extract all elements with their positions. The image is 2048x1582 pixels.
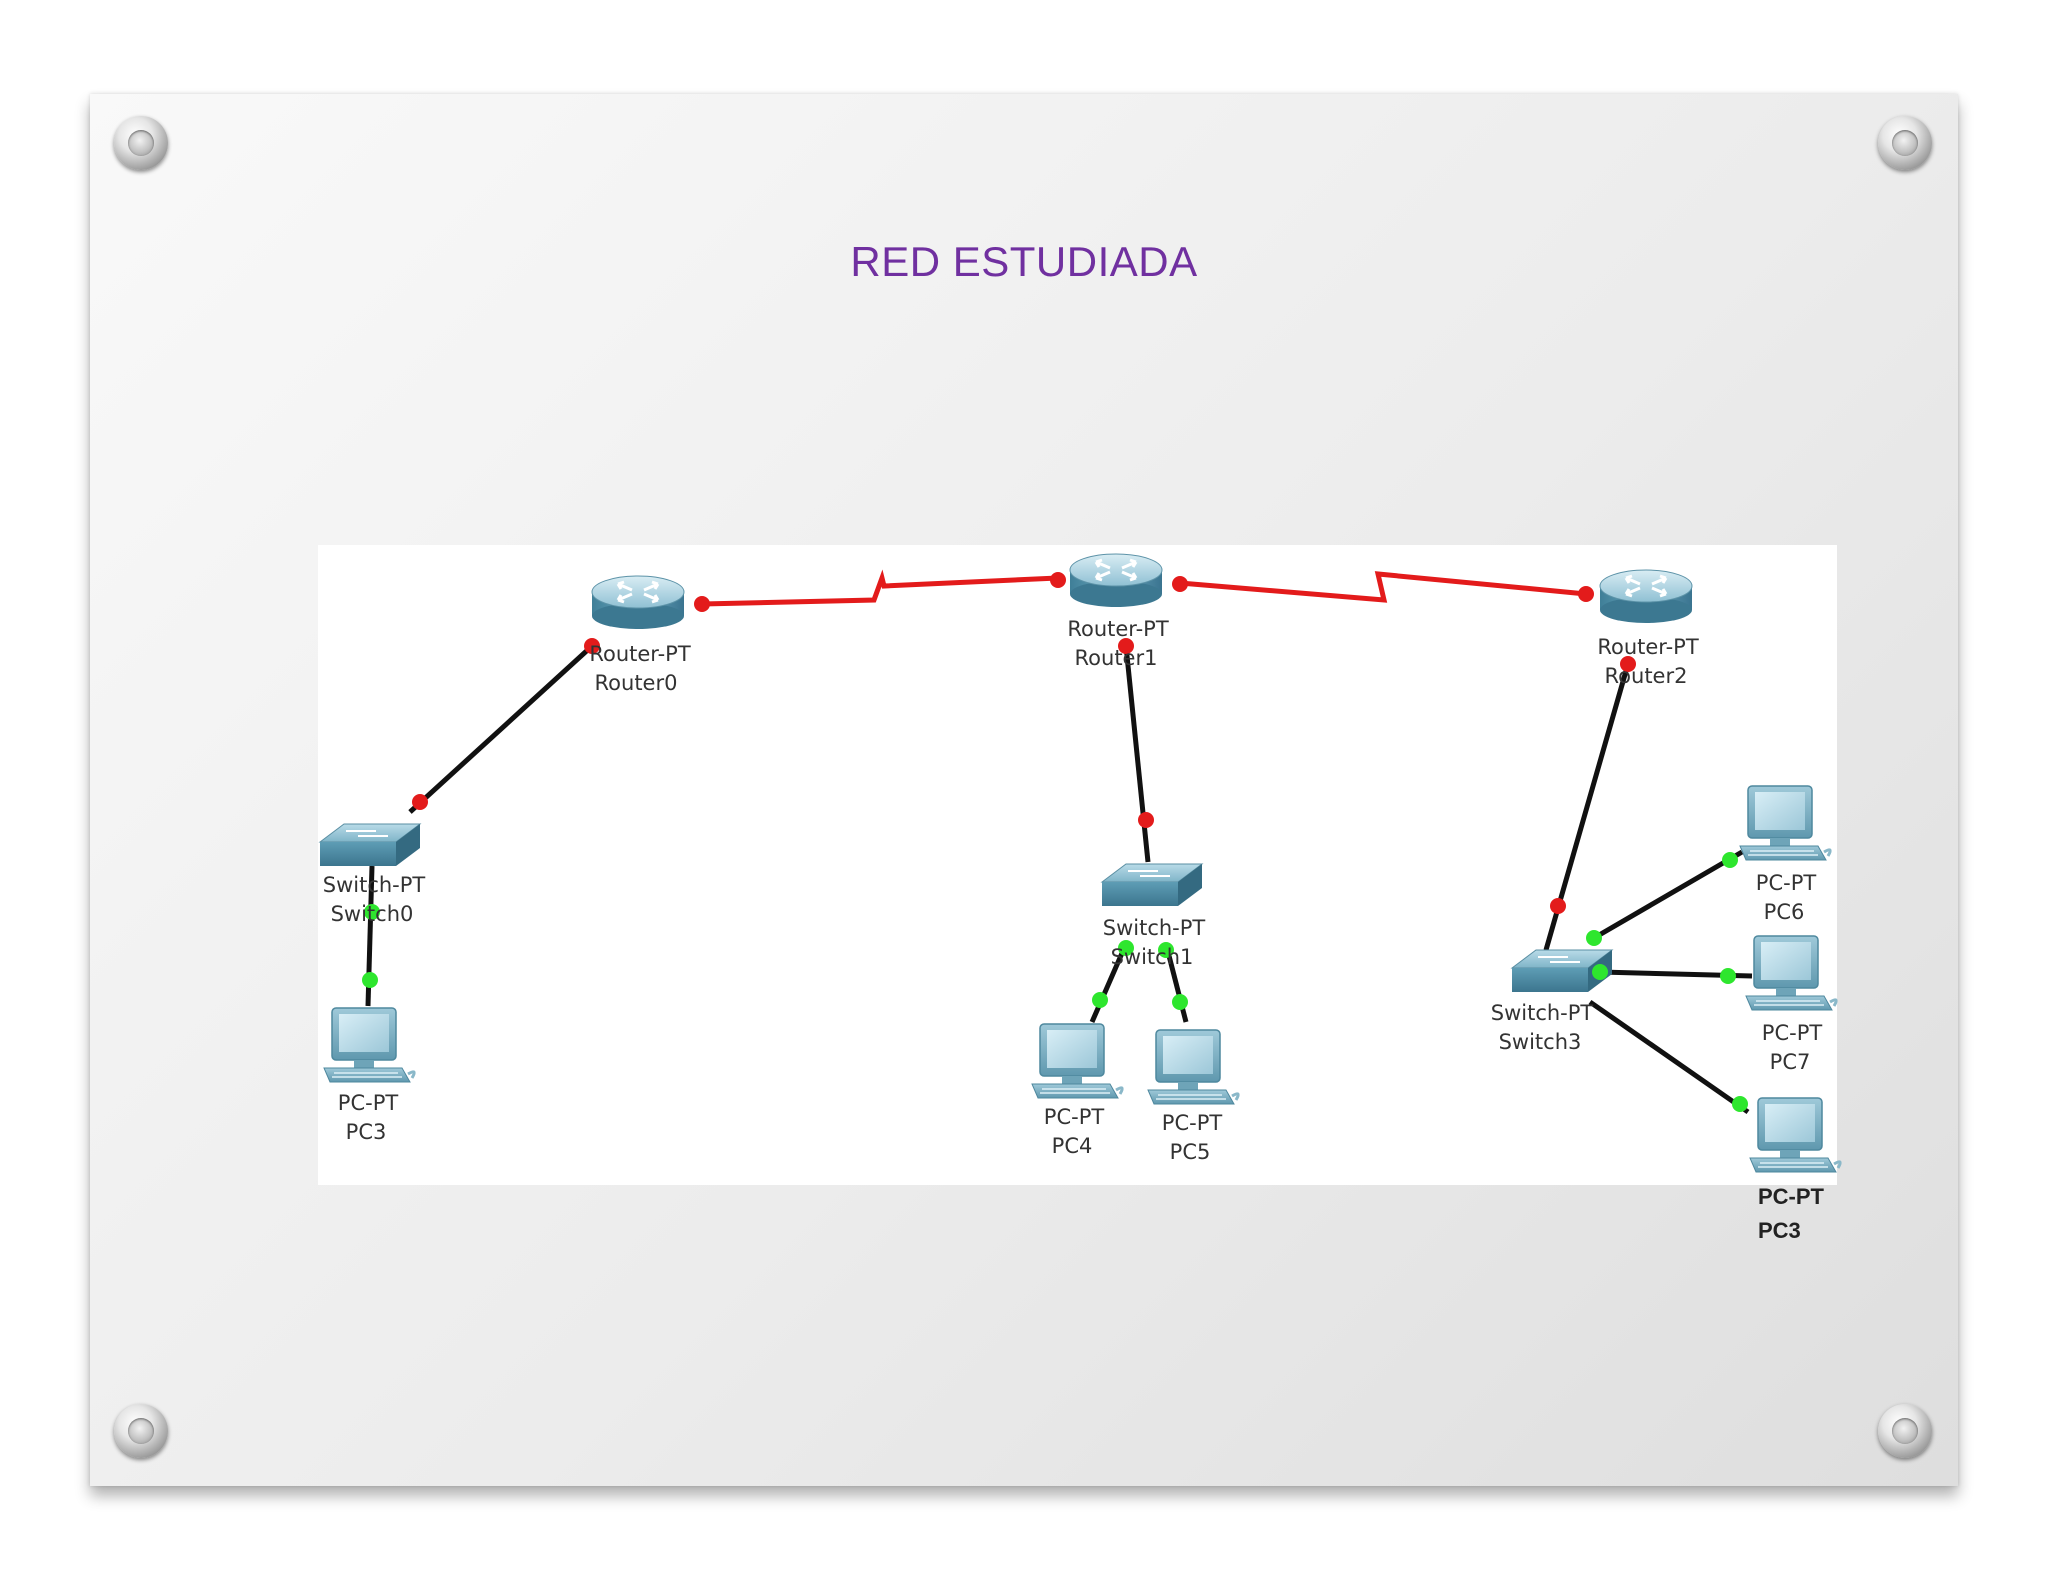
- port-dot: [1158, 942, 1174, 958]
- router1-icon[interactable]: [1068, 552, 1164, 609]
- router2-icon[interactable]: [1598, 568, 1694, 625]
- pc5-icon[interactable]: [1146, 1028, 1240, 1106]
- port-dot: [1172, 994, 1188, 1010]
- pc5-model-label: PC-PT: [1162, 1111, 1223, 1135]
- router0-name-label: Router0: [595, 671, 678, 695]
- switch0-icon[interactable]: [319, 823, 421, 867]
- port-dot: [1578, 586, 1594, 602]
- port-dot: [364, 904, 380, 920]
- pc7-name-label: PC7: [1770, 1050, 1811, 1074]
- screw-top-right-icon: [1878, 116, 1932, 170]
- pc4-name-label: PC4: [1052, 1134, 1093, 1158]
- pc4-model-label: PC-PT: [1044, 1105, 1105, 1129]
- screw-top-left-icon: [114, 116, 168, 170]
- port-dot: [1620, 656, 1636, 672]
- link-switch3-pc3b: [1588, 999, 1750, 1115]
- port-dot: [1722, 852, 1738, 868]
- screw-bottom-left-icon: [114, 1404, 168, 1458]
- port-dot: [1118, 638, 1134, 654]
- port-dot: [362, 972, 378, 988]
- port-dot: [1050, 572, 1066, 588]
- router2-model-label: Router-PT: [1597, 635, 1698, 659]
- port-dot: [1118, 940, 1134, 956]
- switch3-name-label: Switch3: [1499, 1030, 1582, 1054]
- screw-bottom-right-icon: [1878, 1404, 1932, 1458]
- pc3-icon[interactable]: [322, 1006, 416, 1084]
- port-dot: [1586, 930, 1602, 946]
- port-dot: [1550, 898, 1566, 914]
- router1-model-label: Router-PT: [1067, 617, 1168, 641]
- pc7-icon[interactable]: [1744, 934, 1838, 1012]
- port-dot: [1720, 968, 1736, 984]
- router2-name-label: Router2: [1605, 664, 1688, 688]
- link-router1-switch1: [1123, 645, 1151, 863]
- link-router1-router2: [1179, 571, 1587, 603]
- switch1-model-label: Switch-PT: [1103, 916, 1206, 940]
- switch0-model-label: Switch-PT: [323, 873, 426, 897]
- port-dot: [412, 794, 428, 810]
- router0-icon[interactable]: [590, 574, 686, 631]
- pc3b-icon[interactable]: [1748, 1096, 1842, 1174]
- router1-name-label: Router1: [1075, 646, 1158, 670]
- pc6-icon[interactable]: [1738, 784, 1832, 862]
- pc7-model-label: PC-PT: [1762, 1021, 1823, 1045]
- pc5-name-label: PC5: [1170, 1140, 1211, 1164]
- pc3b-model-label: PC-PT: [1758, 1184, 1825, 1209]
- link-switch3-pc6: [1592, 849, 1744, 941]
- port-dot: [694, 596, 710, 612]
- link-switch1-pc4: [1089, 943, 1129, 1023]
- switch1-name-label: Switch1: [1111, 945, 1194, 969]
- pc6-name-label: PC6: [1764, 900, 1805, 924]
- switch1-icon[interactable]: [1101, 863, 1203, 907]
- slide-title: RED ESTUDIADA: [850, 238, 1198, 285]
- pc3-name-label: PC3: [346, 1120, 387, 1144]
- switch3-model-label: Switch-PT: [1491, 1001, 1594, 1025]
- link-router0-switch0: [408, 644, 594, 814]
- port-dot: [1092, 992, 1108, 1008]
- port-dot: [1732, 1096, 1748, 1112]
- port-indicators: [362, 572, 1748, 1112]
- link-router0-router1: [701, 569, 1059, 607]
- port-dot: [1592, 964, 1608, 980]
- pc6-model-label: PC-PT: [1756, 871, 1817, 895]
- port-dot: [584, 638, 600, 654]
- pc3b-name-label: PC3: [1758, 1218, 1801, 1243]
- port-dot: [1172, 576, 1188, 592]
- switch0-name-label: Switch0: [331, 902, 414, 926]
- port-dot: [1138, 812, 1154, 828]
- router0-model-label: Router-PT: [589, 642, 690, 666]
- pc3-model-label: PC-PT: [338, 1091, 399, 1115]
- pc4-icon[interactable]: [1030, 1022, 1124, 1100]
